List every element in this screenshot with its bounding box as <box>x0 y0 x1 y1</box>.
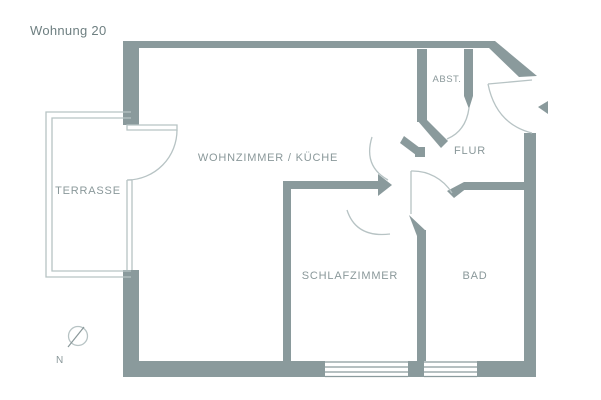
room-label-schlafzimmer: SCHLAFZIMMER <box>302 270 398 282</box>
wall-abst-right-tip <box>464 96 473 109</box>
door-arc-wohnzimmer <box>368 136 389 181</box>
wall-flur-post <box>415 147 425 157</box>
room-label-bad: BAD <box>462 270 487 282</box>
window-schlafzimmer <box>325 361 408 378</box>
wall-abst-left <box>417 49 427 122</box>
window-left-glazing <box>126 179 133 270</box>
wall-flur-bad <box>464 182 524 190</box>
room-label-abstellraum: ABST. <box>433 74 462 85</box>
wall-bottom-right-segment <box>477 361 536 377</box>
door-leaf-terrasse <box>126 124 178 131</box>
wall-chamfer-top-right <box>489 41 537 77</box>
north-circle <box>67 325 89 347</box>
wall-right <box>524 133 536 377</box>
wall-abst-left-spur <box>417 120 448 148</box>
wall-abst-right <box>464 49 473 96</box>
wall-top <box>123 41 495 48</box>
room-label-wohnzimmer-kueche: WOHNZIMMER / KÜCHE <box>198 152 338 164</box>
north-indicator: N <box>56 325 89 366</box>
door-arc-terrasse <box>127 129 178 181</box>
terrace-outline-inner <box>51 117 131 272</box>
wall-wohnzimmer-schlafzimmer-vertical <box>283 181 291 361</box>
door-arc-bad <box>410 170 453 194</box>
entrance-arrow-icon <box>538 101 548 114</box>
door-arc-schlafzimmer <box>346 209 391 236</box>
room-labels: WOHNZIMMER / KÜCHE TERRASSE ABST. FLUR S… <box>55 74 487 282</box>
wall-bottom-left-segment <box>123 361 325 377</box>
door-arc-entrance <box>487 83 533 134</box>
windows <box>325 361 477 378</box>
wall-wohnzimmer-schlafzimmer-horizontal <box>283 181 378 189</box>
window-bad <box>424 361 477 378</box>
plan-title-group: Wohnung 20 <box>30 23 107 38</box>
page-title: Wohnung 20 <box>30 23 107 38</box>
walls <box>123 41 548 377</box>
wall-bottom-pier <box>408 361 424 377</box>
north-needle <box>67 326 85 348</box>
room-label-flur: FLUR <box>454 145 486 157</box>
room-label-terrasse: TERRASSE <box>55 185 121 197</box>
door-leaf-entrance <box>487 79 533 85</box>
wall-left-lower <box>123 270 139 377</box>
terrace-outline-outer <box>45 111 131 278</box>
wall-schlafzimmer-bad <box>417 230 426 361</box>
wall-jamb-diamond <box>378 174 392 196</box>
wall-left-upper <box>123 41 139 125</box>
thin-linework <box>45 79 533 278</box>
door-leaf-wohnzimmer <box>400 136 420 155</box>
door-arc-abst <box>446 107 470 140</box>
wall-flur-bad-spur <box>447 182 472 198</box>
north-label: N <box>56 355 63 366</box>
